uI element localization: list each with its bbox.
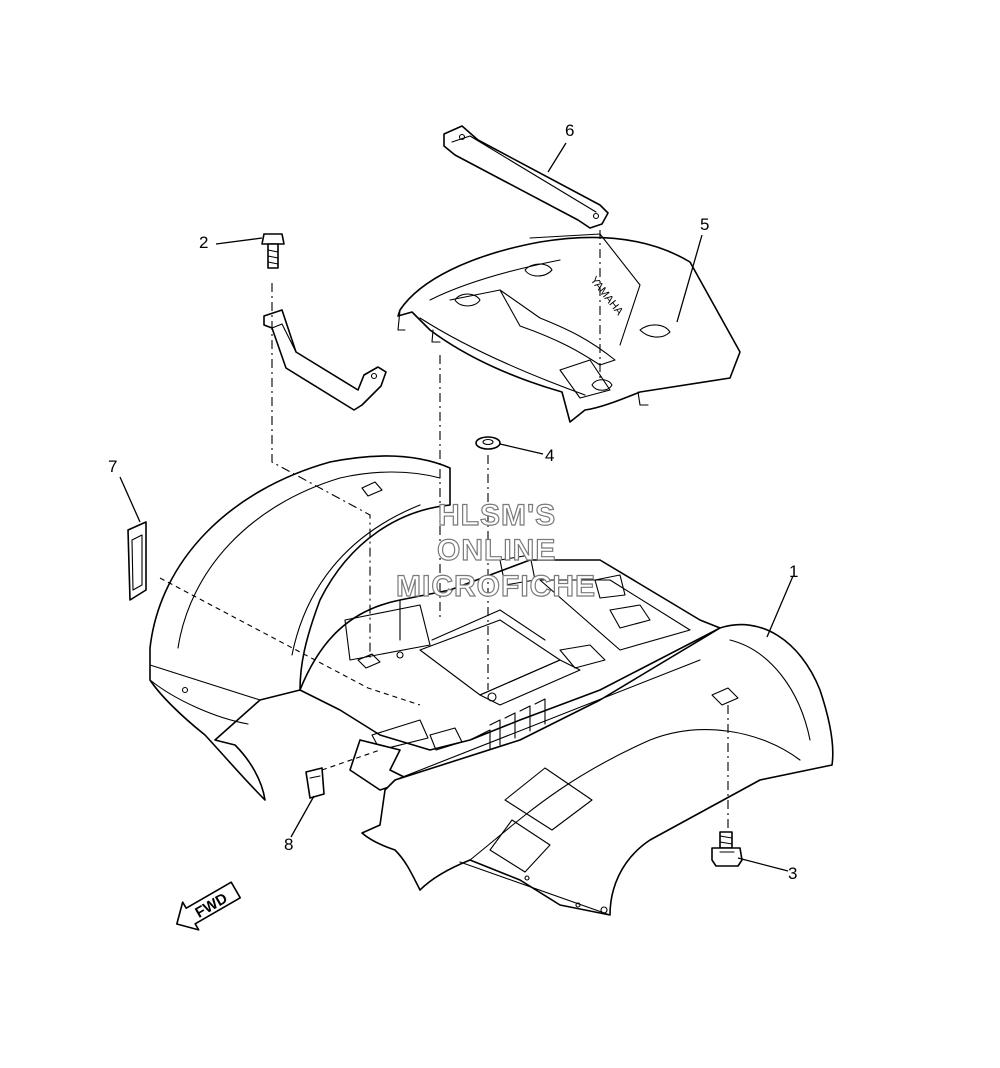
callout-4: 4: [545, 446, 554, 465]
bolt-upper: [261, 233, 285, 269]
bolt-lower: [711, 831, 743, 867]
clip: [305, 767, 325, 799]
forward-arrow: FWD: [176, 881, 242, 931]
reflector: [127, 521, 147, 601]
leader-lines: [119, 142, 794, 872]
callout-3: 3: [788, 864, 797, 883]
forward-arrow-icon: [176, 881, 242, 931]
watermark-line-1: HLSM'S: [438, 499, 556, 532]
carrier-stay: [263, 309, 387, 411]
watermark-line-3: MICROFICHE: [396, 570, 596, 603]
carrier-plate: [443, 125, 609, 229]
grommet: [475, 436, 501, 450]
rear-carrier: YAMAHA: [397, 233, 741, 423]
callout-8: 8: [284, 835, 293, 854]
callout-6: 6: [565, 121, 574, 140]
assembly-lines: [159, 230, 729, 830]
callout-2: 2: [199, 233, 208, 252]
watermark: HLSM'S ONLINE MICROFICHE: [395, 498, 596, 603]
watermark-line-2: ONLINE: [437, 534, 556, 567]
callout-5: 5: [700, 215, 709, 234]
rear-fender: [149, 455, 834, 916]
callout-7: 7: [108, 457, 117, 476]
callout-1: 1: [789, 562, 798, 581]
callout-numbers: 1 2 3 4 5 6 7 8: [108, 121, 798, 883]
